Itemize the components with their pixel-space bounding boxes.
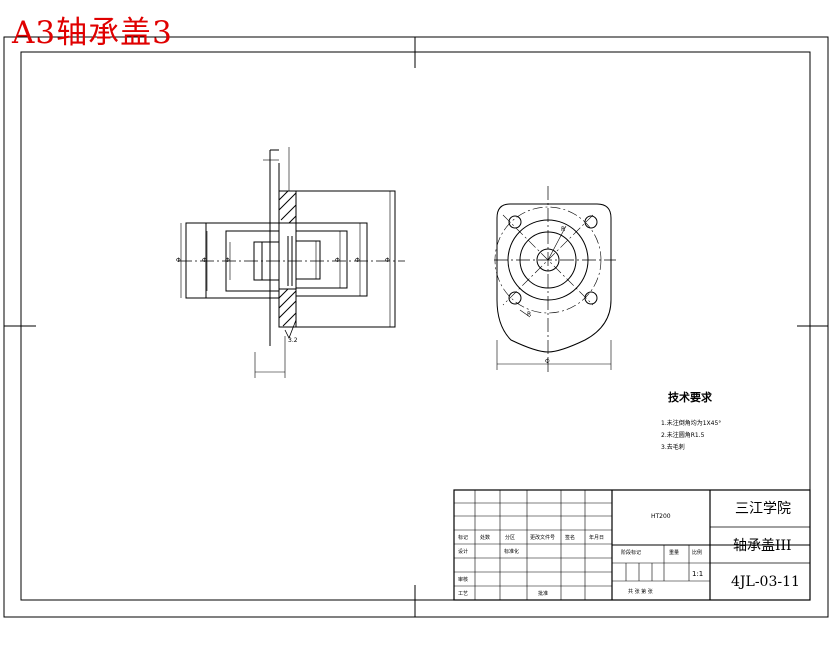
dim-label: Φ xyxy=(176,257,181,264)
reviewer-label: 审核 xyxy=(458,577,469,583)
part-name: 轴承盖III xyxy=(733,538,792,554)
roughness-label: 3.2 xyxy=(288,337,298,344)
stage-label: 阶段标记 xyxy=(621,550,642,556)
tech-note: 2.未注圆角R1.5 xyxy=(661,432,705,439)
school-name: 三江学院 xyxy=(735,501,791,517)
count-label: 处数 xyxy=(480,535,491,541)
ratio-label: 比例 xyxy=(692,550,703,556)
inner-border xyxy=(20,51,811,601)
tech-requirements-title: 技术要求 xyxy=(668,391,712,404)
dim-label: Φ xyxy=(335,257,340,264)
approve-label: 批准 xyxy=(538,591,549,597)
signature-label: 签名 xyxy=(565,535,576,541)
dim-label: Φ xyxy=(355,257,360,264)
front-section-view xyxy=(178,147,405,378)
tech-note: 1.未注倒角均为1X45° xyxy=(661,420,722,427)
outer-border xyxy=(3,36,829,618)
zone-label: 分区 xyxy=(505,535,516,541)
side-view xyxy=(494,186,616,372)
process-label: 工艺 xyxy=(458,591,469,597)
designer-label: 设计 xyxy=(458,549,469,555)
standardization-label: 标准化 xyxy=(504,549,520,555)
centering-marks xyxy=(4,37,828,617)
title-block-grid xyxy=(453,489,811,601)
dim-label: R xyxy=(527,311,532,318)
flange-hatch xyxy=(278,190,297,328)
weight-label: 重量 xyxy=(669,550,680,556)
dim-label: R xyxy=(561,226,566,233)
scale-value: 1:1 xyxy=(692,570,704,578)
dim-label: Φ xyxy=(202,257,207,264)
drawing-title: A3轴承盖3 xyxy=(12,15,173,51)
dim-label: Φ xyxy=(545,358,550,365)
dim-label: Φ xyxy=(225,257,230,264)
dim-label: Φ xyxy=(385,257,390,264)
tech-note: 3.去毛刺 xyxy=(661,444,685,451)
drawing-number: 4JL-03-11 xyxy=(731,574,800,590)
sheet-label: 共 张 第 张 xyxy=(628,589,653,595)
change-doc-label: 更改文件号 xyxy=(530,535,556,541)
mark-label: 标记 xyxy=(458,535,469,541)
material-label: HT200 xyxy=(651,513,671,520)
date-label: 年月日 xyxy=(589,535,605,541)
